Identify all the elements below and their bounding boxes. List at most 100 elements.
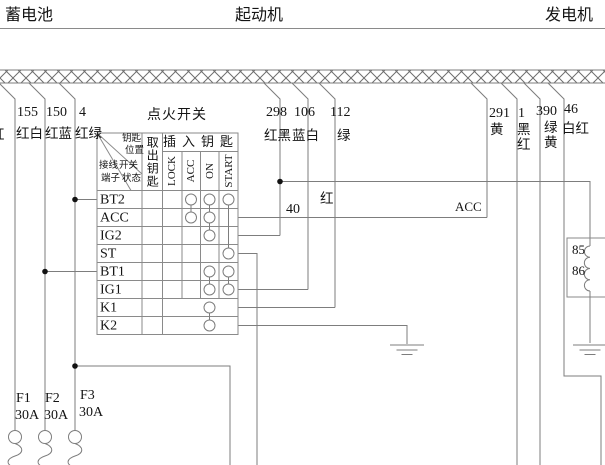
- k2-output: [238, 325, 408, 344]
- row-label-bt2: BT2: [100, 191, 125, 207]
- wire-112: [318, 82, 336, 308]
- corner-key-position-2: 位置: [125, 146, 145, 156]
- fuse-symbols: [7, 430, 83, 465]
- wire-color-150: 红蓝: [45, 126, 72, 141]
- wire-number-106: 106: [294, 105, 315, 120]
- wire-color-112: 绿: [337, 128, 351, 143]
- wire-number-298: 298: [266, 105, 287, 120]
- contact-bt1-on: [203, 265, 216, 278]
- wire-number-46: 46: [564, 102, 578, 117]
- st-output: [238, 253, 258, 465]
- acc-line-tag: ACC: [455, 199, 482, 214]
- wire-106: [291, 82, 309, 290]
- corner-terminal-2: 端子: [101, 174, 121, 184]
- bottom-branch: [75, 365, 231, 465]
- wire-number-112: 112: [330, 105, 351, 120]
- wire-color-291: 黄: [490, 122, 504, 137]
- relay-branch: [280, 181, 591, 246]
- wire-298: [263, 82, 281, 236]
- fuse-rating-f3: 30A: [79, 405, 104, 420]
- row-label-bt1: BT1: [100, 263, 125, 279]
- fuse-symbol-f3: [67, 430, 83, 465]
- wires: [0, 82, 602, 465]
- junction-dot: [277, 178, 283, 185]
- wire-46: [547, 82, 602, 465]
- fuse-label-f2: F2: [45, 391, 60, 406]
- wire-number-1: 1: [518, 106, 525, 121]
- fuse-rating-f1: 30A: [15, 408, 40, 423]
- junction-dot: [72, 196, 78, 203]
- junction-dot: [42, 268, 48, 275]
- wire-color-1-line1: 黑: [517, 122, 531, 137]
- label-generator: 发电机: [545, 7, 594, 24]
- row-label-ig2: IG2: [100, 227, 122, 243]
- contact-st-start: [222, 247, 235, 260]
- wire-number-390: 390: [536, 104, 557, 119]
- col-header-on: ON: [203, 163, 216, 179]
- wire-label-cut: 红: [0, 127, 5, 143]
- row-label-k1: K1: [100, 299, 118, 315]
- remove-key-column-header: 取出钥匙: [145, 136, 160, 188]
- wire-number-4: 4: [79, 105, 86, 120]
- col-header-start: START: [222, 154, 235, 188]
- contact-bt1-start: [222, 265, 235, 278]
- contact-k1-on: [203, 301, 216, 314]
- wire-number-291: 291: [489, 106, 510, 121]
- fuse-symbol-f2: [37, 430, 53, 465]
- ignition-switch-table: [96, 132, 239, 335]
- ignition-switch-title: 点火开关: [147, 108, 207, 123]
- fuse-rating-f2: 30A: [44, 408, 69, 423]
- ground-symbol-relay: [573, 344, 605, 355]
- contact-matrix: [185, 193, 235, 332]
- wire-color-106: 蓝白: [292, 128, 319, 143]
- wire-color-390-line2: 黄: [544, 135, 558, 150]
- connectors: [45, 181, 591, 465]
- fuse-label-f3: F3: [80, 388, 95, 403]
- wire-color-298: 红黑: [264, 128, 291, 143]
- wire-155: [0, 83, 16, 431]
- wire-color-1-line2: 红: [517, 137, 531, 152]
- label-battery: 蓄电池: [5, 7, 54, 24]
- contact-k2-on: [203, 319, 216, 332]
- insert-key-header: 插入钥匙: [163, 134, 240, 149]
- row-label-acc: ACC: [100, 209, 129, 225]
- contact-bt2-start: [222, 193, 235, 206]
- wire-color-390-line1: 绿: [544, 120, 558, 135]
- relay-terminal-85: 85: [572, 242, 585, 257]
- wire-color-155: 红白: [16, 126, 43, 141]
- col-header-acc: ACC: [184, 159, 197, 183]
- ground-symbol-k2: [390, 344, 424, 355]
- contact-bt2-acc: [185, 193, 197, 206]
- corner-switch-state-2: 状态: [122, 174, 142, 184]
- wire-1: [500, 82, 518, 465]
- contact-ig1-on: [203, 283, 216, 296]
- contact-acc-on: [203, 211, 216, 224]
- wire-number-150: 150: [46, 105, 67, 120]
- wire-color-4: 红绿: [75, 126, 102, 141]
- junction-dot: [72, 363, 78, 369]
- row-label-ig1: IG1: [100, 281, 122, 297]
- wire-color-40: 红: [320, 191, 334, 206]
- junction-dots: [42, 178, 283, 369]
- row-label-k2: K2: [100, 317, 118, 333]
- label-starter: 起动机: [235, 7, 284, 24]
- relay-terminal-86: 86: [572, 263, 585, 278]
- contact-ig2-on: [203, 229, 216, 242]
- relay: [566, 237, 605, 343]
- corner-switch-state-1: 开关: [119, 161, 139, 171]
- corner-key-position-1: 钥匙: [122, 134, 142, 144]
- wire-number-155: 155: [17, 105, 38, 120]
- fuse-label-f1: F1: [16, 391, 31, 406]
- harness-band: [0, 69, 605, 84]
- corner-terminal-1: 接线: [99, 161, 119, 171]
- contact-bt2-on: [203, 193, 216, 206]
- wire-4: [58, 82, 76, 431]
- wire-390: [523, 82, 541, 465]
- relay-coil: [583, 245, 591, 292]
- wire-color-46: 白红: [562, 121, 589, 136]
- fuse-symbol-f1: [7, 430, 23, 465]
- wire-150: [28, 82, 46, 431]
- col-header-lock: LOCK: [165, 156, 178, 186]
